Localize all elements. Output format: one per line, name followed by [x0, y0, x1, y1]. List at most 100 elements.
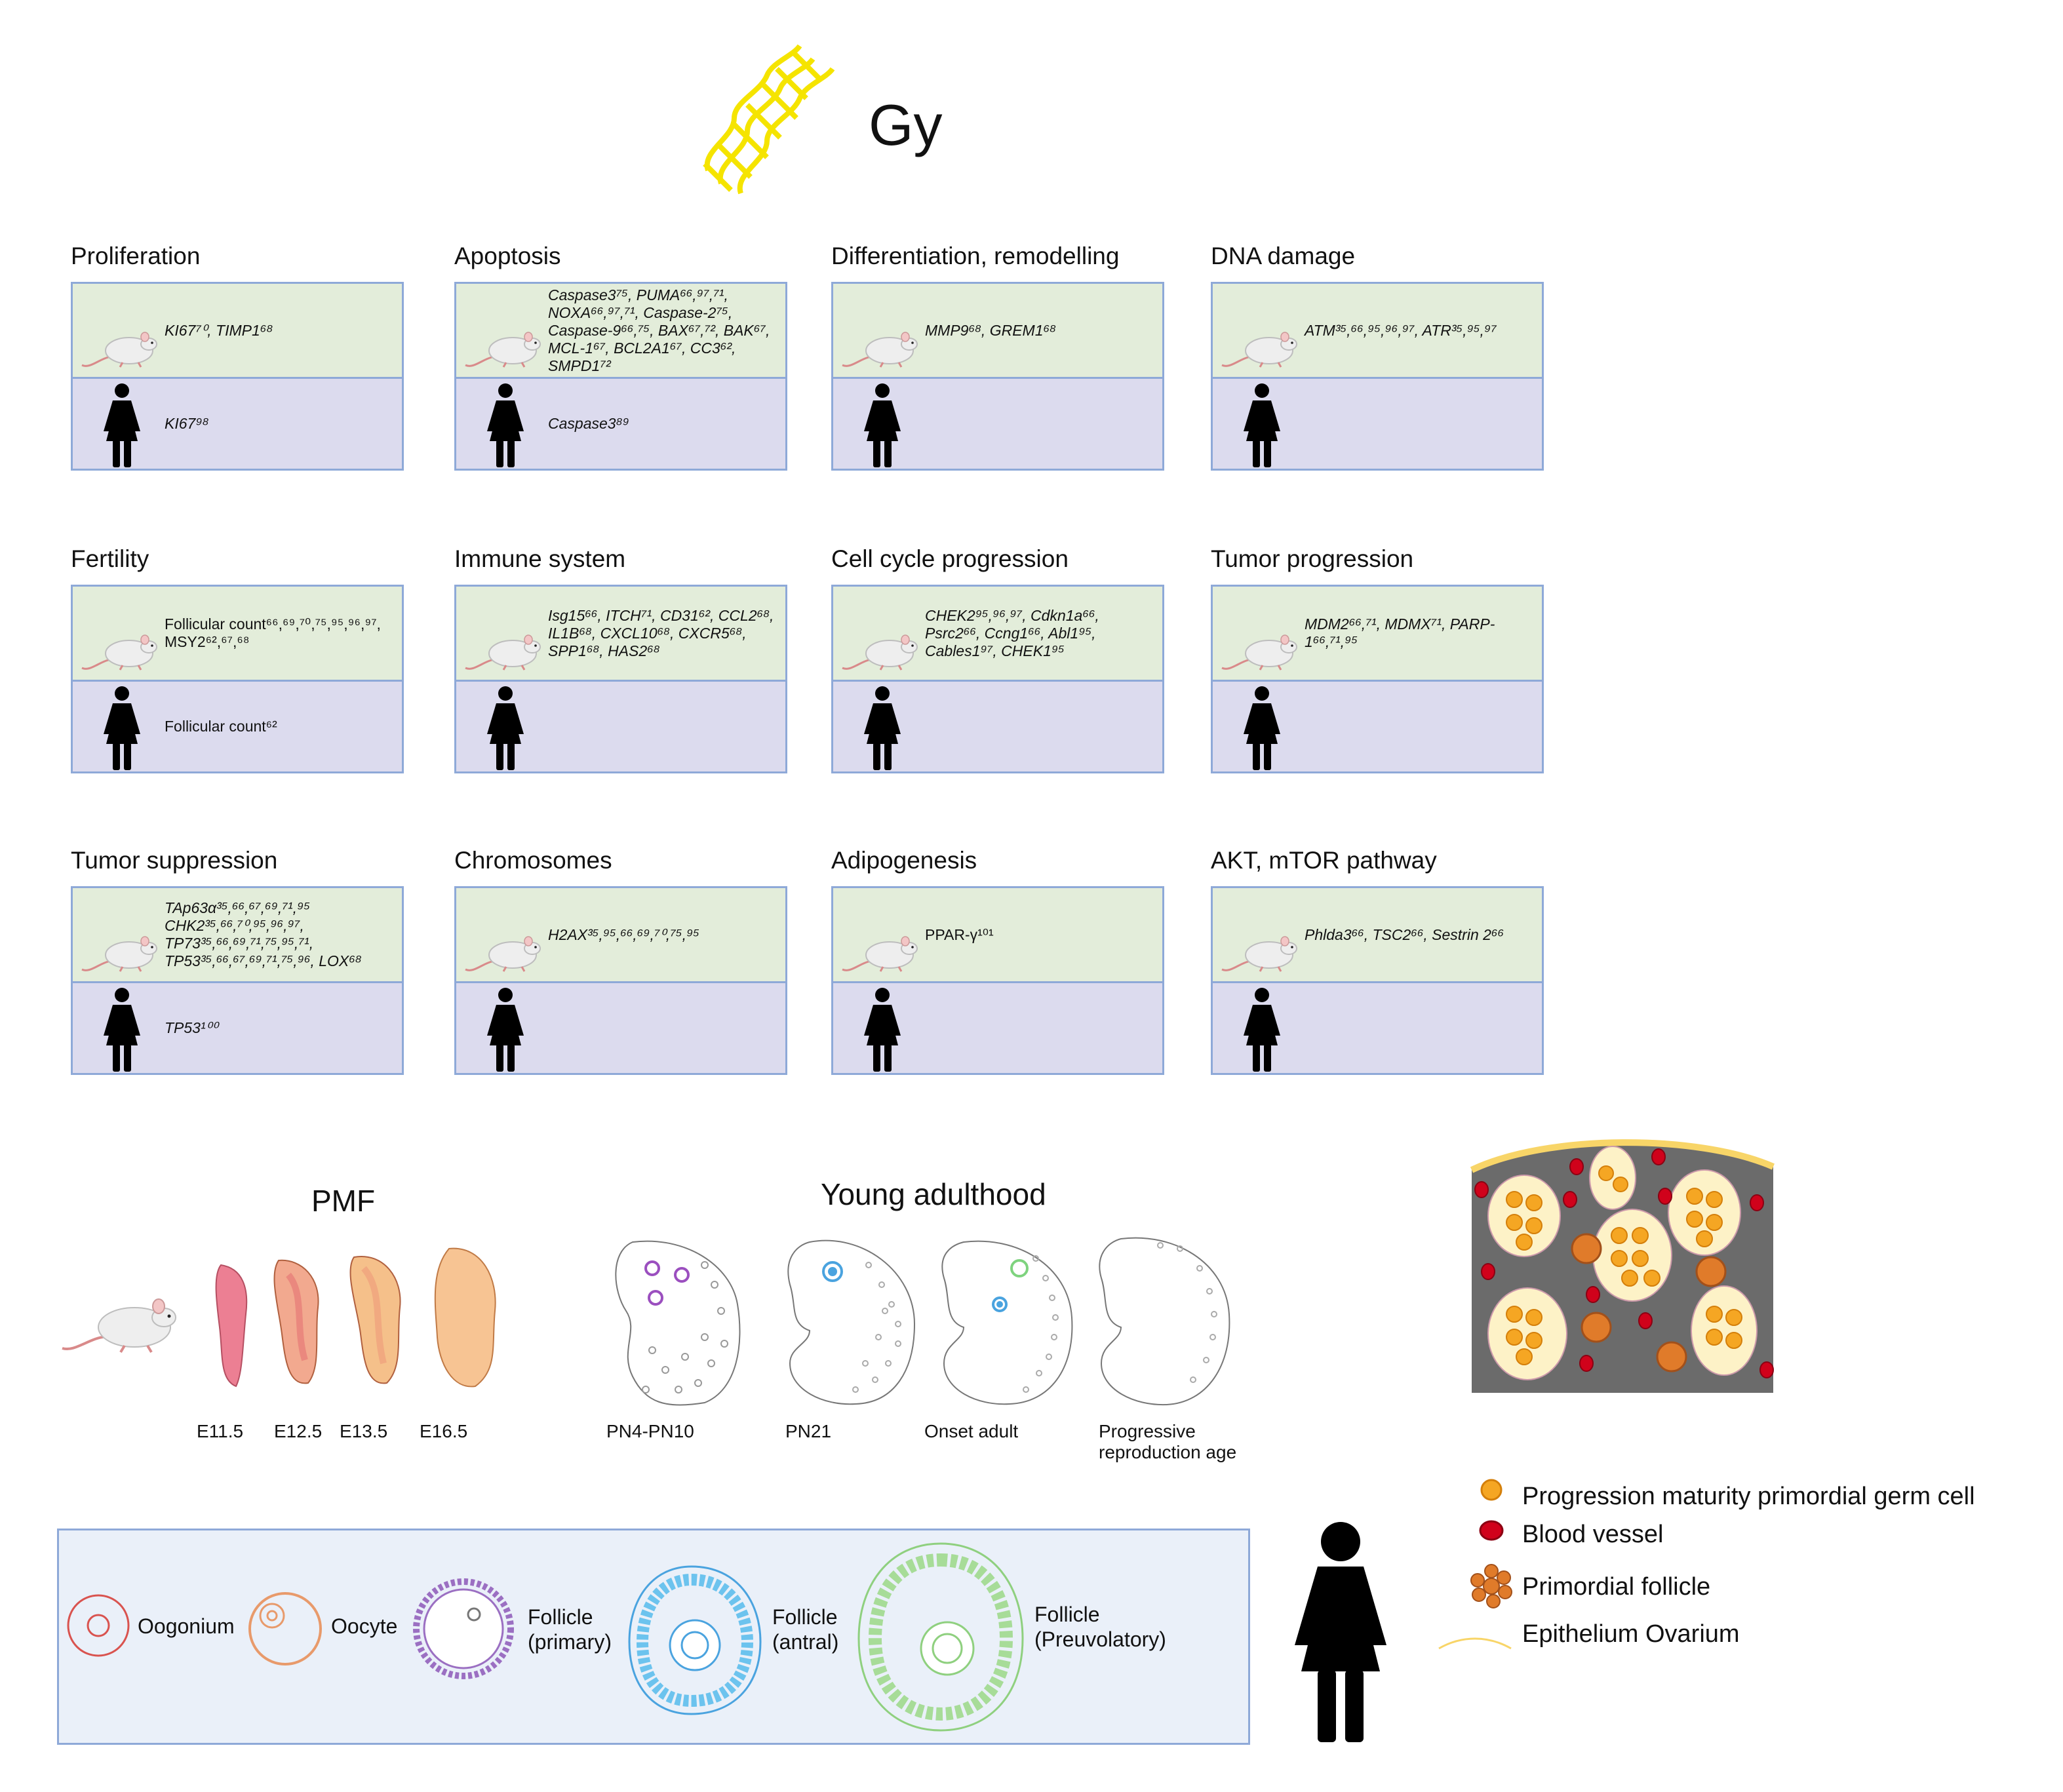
oogonium-icon [67, 1594, 130, 1657]
human-row [833, 983, 1162, 1073]
key-label-oocyte: Oocyte [331, 1614, 398, 1638]
mouse-markers: Isg15⁶⁶, ITCH⁷¹, CD31⁶², CCL2⁶⁸, IL1B⁶⁸,… [548, 606, 774, 659]
young-adulthood-title: Young adulthood [821, 1177, 1046, 1211]
panel-title: Fertility [71, 545, 149, 572]
mouse-row: Caspase3⁷⁵, PUMA⁶⁶,⁹⁷,⁷¹, NOXA⁶⁶,⁹⁷,⁷¹, … [456, 284, 785, 379]
human-row: Follicular count⁶² [73, 682, 402, 771]
human-female-icon [1244, 383, 1280, 467]
human-markers [548, 682, 780, 771]
human-row: KI67⁹⁸ [73, 379, 402, 469]
gy-label: Gy [869, 92, 943, 157]
human-female-icon [104, 383, 140, 467]
legend-epithelium-label: Epithelium Ovarium [1522, 1620, 1740, 1648]
human-row [456, 983, 785, 1073]
human-markers [1305, 983, 1537, 1073]
mouse-icon [842, 936, 918, 972]
preovulatory-follicle-icon [857, 1542, 1024, 1732]
human-row [1213, 379, 1542, 469]
human-row: TP53¹⁰⁰ [73, 983, 402, 1073]
mouse-icon [1221, 634, 1297, 671]
mouse-icon [465, 332, 541, 368]
marker-panel: TAp63α³⁵,⁶⁶,⁶⁷,⁶⁹,⁷¹,⁹⁵ CHK2³⁵,⁶⁶,⁷⁰,⁹⁵,… [71, 886, 404, 1075]
marker-panel: Isg15⁶⁶, ITCH⁷¹, CD31⁶², CCL2⁶⁸, IL1B⁶⁸,… [454, 585, 787, 773]
human-row [1213, 682, 1542, 771]
human-row [456, 682, 785, 771]
human-female-icon [1244, 686, 1280, 770]
human-female-icon [487, 686, 524, 770]
mouse-markers: MDM2⁶⁶,⁷¹, MDMX⁷¹, PARP-1⁶⁶,⁷¹,⁹⁵ [1305, 615, 1495, 650]
human-markers [925, 682, 1157, 771]
human-markers [925, 379, 1157, 469]
human-markers: Caspase3⁸⁹ [548, 415, 629, 432]
ovary-e11-5-illustration [215, 1264, 248, 1388]
mouse-row: Follicular count⁶⁶,⁶⁹,⁷⁰,⁷⁵,⁹⁵,⁹⁶,⁹⁷, MS… [73, 587, 402, 682]
marker-panel: PPAR-γ¹⁰¹ [831, 886, 1164, 1075]
mouse-icon [81, 936, 157, 972]
human-markers: TP53¹⁰⁰ [165, 1019, 218, 1036]
mouse-markers: Caspase3⁷⁵, PUMA⁶⁶,⁹⁷,⁷¹, NOXA⁶⁶,⁹⁷,⁷¹, … [548, 286, 770, 374]
blood-vessel-legend-icon [1479, 1520, 1504, 1541]
key-label-oogonium: Oogonium [138, 1614, 235, 1638]
young-stage-label: PN21 [785, 1421, 832, 1441]
ovary-onset-adult-illustration [941, 1240, 1073, 1405]
marker-panel: Caspase3⁷⁵, PUMA⁶⁶,⁹⁷,⁷¹, NOXA⁶⁶,⁹⁷,⁷¹, … [454, 282, 787, 471]
mouse-icon [465, 634, 541, 671]
mouse-row: TAp63α³⁵,⁶⁶,⁶⁷,⁶⁹,⁷¹,⁹⁵ CHK2³⁵,⁶⁶,⁷⁰,⁹⁵,… [73, 888, 402, 983]
mouse-markers: MMP9⁶⁸, GREM1⁶⁸ [925, 321, 1056, 339]
human-female-icon [864, 988, 901, 1072]
ovary-cross-section-illustration [1470, 1139, 1775, 1393]
panel-title: Proliferation [71, 243, 201, 269]
key-label-antral-follicle: Follicle (antral) [772, 1605, 839, 1654]
ovary-e13-5-illustration [349, 1255, 401, 1384]
mouse-markers: CHEK2⁹⁵,⁹⁶,⁹⁷, Cdkn1a⁶⁶, Psrc2⁶⁶, Ccng1⁶… [925, 606, 1099, 659]
antral-follicle-icon [628, 1565, 762, 1715]
panel-title: Apoptosis [454, 243, 561, 269]
human-markers [1305, 682, 1537, 771]
ovary-progressive-age-illustration [1099, 1237, 1230, 1406]
mouse-row: KI67⁷⁰, TIMP1⁶⁸ [73, 284, 402, 379]
human-female-icon [864, 383, 901, 467]
panel-title: Differentiation, remodelling [831, 243, 1120, 269]
mouse-markers: Phlda3⁶⁶, TSC2⁶⁶, Sestrin 2⁶⁶ [1305, 925, 1504, 943]
radiation-wave-icon [703, 44, 835, 195]
primary-follicle-icon [413, 1578, 514, 1679]
panel-title: DNA damage [1211, 243, 1356, 269]
marker-panel: MDM2⁶⁶,⁷¹, MDMX⁷¹, PARP-1⁶⁶,⁷¹,⁹⁵ [1211, 585, 1544, 773]
panel-title: Immune system [454, 545, 626, 572]
legend-germ-cell-label: Progression maturity primordial germ cel… [1522, 1483, 1975, 1510]
human-row [833, 379, 1162, 469]
human-markers [1305, 379, 1537, 469]
cell-type-key-box [57, 1529, 1250, 1745]
human-female-icon [1295, 1522, 1386, 1742]
pmf-stage-label: E12.5 [274, 1421, 323, 1441]
ovary-pn4-pn10-illustration [615, 1240, 741, 1406]
panel-title: Chromosomes [454, 847, 612, 874]
germ-cell-clusters [1487, 1146, 1758, 1380]
human-female-icon [864, 686, 901, 770]
key-label-primary-follicle: Follicle (primary) [528, 1605, 612, 1654]
marker-panel: CHEK2⁹⁵,⁹⁶,⁹⁷, Cdkn1a⁶⁶, Psrc2⁶⁶, Ccng1⁶… [831, 585, 1164, 773]
ovary-e16-5-illustration [434, 1247, 496, 1388]
human-row [833, 682, 1162, 771]
mouse-row: ATM³⁵,⁶⁶,⁹⁵,⁹⁶,⁹⁷, ATR³⁵,⁹⁵,⁹⁷ [1213, 284, 1542, 379]
ovary-pn21-illustration [787, 1239, 916, 1405]
key-label-preovulatory-follicle: Follicle (Preuvolatory) [1034, 1603, 1166, 1651]
mouse-row: CHEK2⁹⁵,⁹⁶,⁹⁷, Cdkn1a⁶⁶, Psrc2⁶⁶, Ccng1⁶… [833, 587, 1162, 682]
mouse-row: PPAR-γ¹⁰¹ [833, 888, 1162, 983]
mouse-markers: TAp63α³⁵,⁶⁶,⁶⁷,⁶⁹,⁷¹,⁹⁵ CHK2³⁵,⁶⁶,⁷⁰,⁹⁵,… [165, 899, 362, 969]
mouse-row: H2AX³⁵,⁹⁵,⁶⁶,⁶⁹,⁷⁰,⁷⁵,⁹⁵ [456, 888, 785, 983]
young-stage-label: Onset adult [924, 1421, 1019, 1441]
mouse-icon [465, 936, 541, 972]
mouse-icon [842, 332, 918, 368]
panel-title: Tumor progression [1211, 545, 1414, 572]
mouse-icon [62, 1298, 176, 1354]
young-stage-label: Progressive reproduction age [1099, 1421, 1237, 1462]
marker-panel: ATM³⁵,⁶⁶,⁹⁵,⁹⁶,⁹⁷, ATR³⁵,⁹⁵,⁹⁷ [1211, 282, 1544, 471]
human-markers [548, 983, 780, 1073]
panel-title: Adipogenesis [831, 847, 977, 874]
human-markers: Follicular count⁶² [165, 718, 277, 735]
panel-title: Cell cycle progression [831, 545, 1069, 572]
marker-panel: Phlda3⁶⁶, TSC2⁶⁶, Sestrin 2⁶⁶ [1211, 886, 1544, 1075]
human-markers [925, 983, 1157, 1073]
